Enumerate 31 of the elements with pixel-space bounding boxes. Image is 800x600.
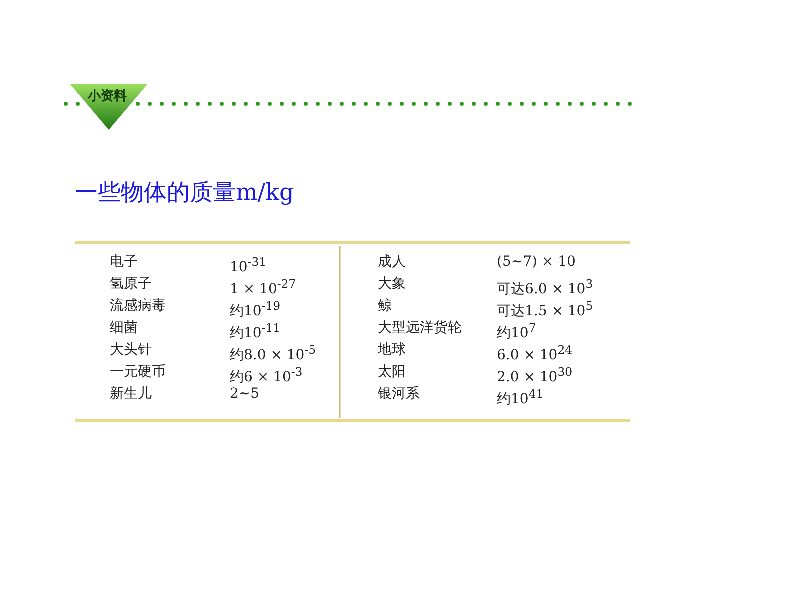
object-name: 大象 xyxy=(378,275,406,293)
mass-value: 约10$^{-11}$ xyxy=(230,320,281,343)
object-name: 氢原子 xyxy=(110,275,152,293)
object-name: 太阳 xyxy=(378,363,406,381)
badge-label: 小资料 xyxy=(88,88,127,105)
object-name: 地球 xyxy=(378,341,406,359)
mass-value: 10$^{-31}$ xyxy=(230,254,267,277)
mass-value: 6.0 × 10$^{24}$ xyxy=(497,342,573,365)
mass-value: 2~5 xyxy=(230,385,260,403)
mass-value: 约6 × 10$^{-3}$ xyxy=(230,364,303,387)
object-name: 大头针 xyxy=(110,341,152,359)
mass-value: 约10$^{-19}$ xyxy=(230,298,281,321)
object-name: 成人 xyxy=(378,253,406,271)
mass-value: 1 × 10$^{-27}$ xyxy=(230,276,296,299)
object-name: 细菌 xyxy=(110,319,138,337)
mass-value: 约10$^{7}$ xyxy=(497,320,536,343)
object-name: 一元硬币 xyxy=(110,363,166,381)
mass-value: 约10$^{41}$ xyxy=(497,386,544,409)
object-name: 鲸 xyxy=(378,297,392,315)
mass-value: 约8.0 × 10$^{-5}$ xyxy=(230,342,316,365)
object-name: 电子 xyxy=(110,253,138,271)
title: 一些物体的质量m/kg xyxy=(75,179,294,208)
mass-value: 可达6.0 × 10$^{3}$ xyxy=(497,276,594,299)
mass-value: 可达1.5 × 10$^{5}$ xyxy=(497,298,594,321)
object-name: 大型远洋货轮 xyxy=(378,319,462,337)
mass-value: (5~7) × 10 xyxy=(497,253,576,271)
triangle-badge xyxy=(70,84,148,130)
mass-value: 2.0 × 10$^{30}$ xyxy=(497,364,573,387)
object-name: 银河系 xyxy=(378,385,420,403)
object-name: 新生儿 xyxy=(110,385,152,403)
object-name: 流感病毒 xyxy=(110,297,166,315)
